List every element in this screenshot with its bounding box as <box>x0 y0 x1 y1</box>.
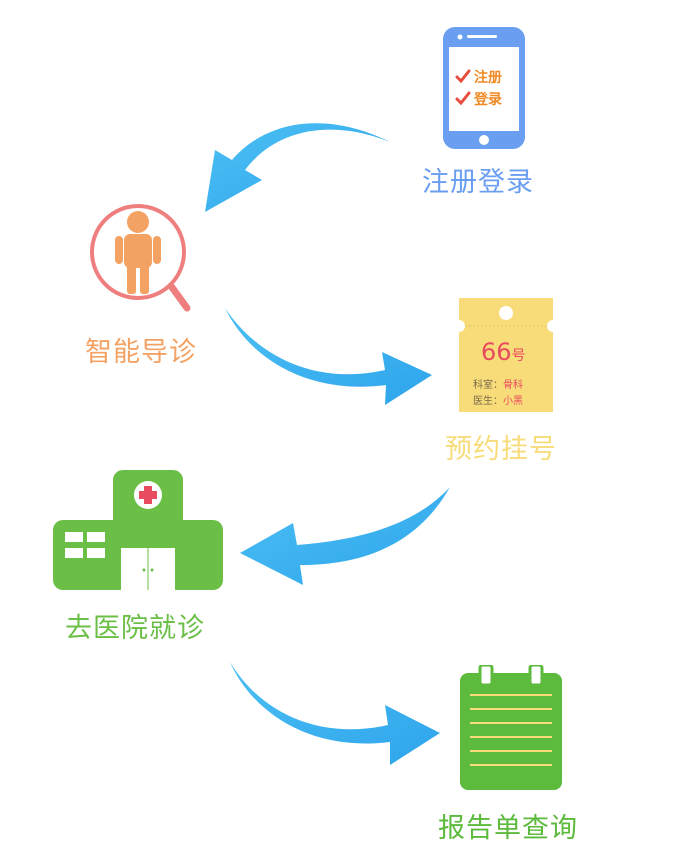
arrow-hospital-to-report <box>230 662 440 765</box>
step-label-report: 报告单查询 <box>438 813 578 844</box>
phone-checklist-icon: 注册 登录 <box>443 27 525 149</box>
arrow-register-to-guide <box>205 123 390 212</box>
ticket-number: 66号 <box>481 338 526 366</box>
ticket-doctor: 医生：小黑 <box>473 392 523 407</box>
ticket-dept-label: 科室： <box>473 380 503 391</box>
person-magnifier-icon <box>85 200 195 315</box>
phone-line-login: 登录 <box>474 92 502 108</box>
ticket-doctor-value: 小黑 <box>503 396 523 407</box>
ticket-number-value: 66 <box>481 338 512 366</box>
ticket-number-suffix: 号 <box>511 348 526 364</box>
ticket-dept: 科室：骨科 <box>473 376 523 391</box>
ticket-dept-value: 骨科 <box>503 380 523 391</box>
phone-line-register: 注册 <box>474 70 502 86</box>
arrow-guide-to-appointment <box>225 308 432 405</box>
step-label-hospital: 去医院就诊 <box>65 613 205 644</box>
hospital-icon <box>53 470 223 590</box>
ticket-doctor-label: 医生： <box>473 396 503 407</box>
step-label-register: 注册登录 <box>422 167 534 198</box>
report-clipboard-icon <box>460 663 562 790</box>
step-label-guide: 智能导诊 <box>85 337 197 368</box>
arrow-appointment-to-hospital <box>240 487 450 585</box>
ticket-icon: 66号 科室：骨科 医生：小黑 <box>459 298 553 412</box>
step-label-appointment: 预约挂号 <box>445 434 557 465</box>
